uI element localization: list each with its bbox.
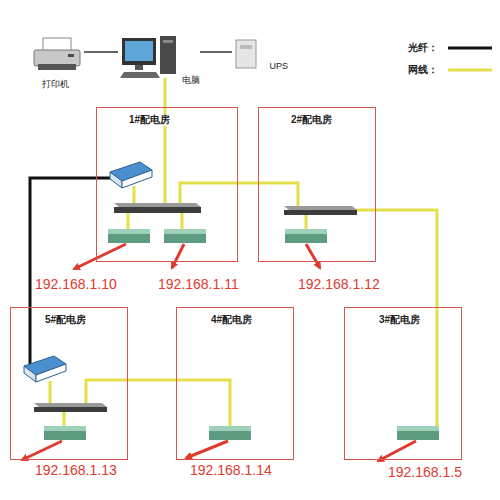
network-cable-part	[127, 212, 130, 229]
room-title: 5#配电房	[43, 314, 88, 326]
ip-pointer-arrow-part	[186, 441, 228, 458]
ip-address-label: 192.168.1.12	[298, 276, 380, 292]
legend-cable-line	[448, 70, 492, 71]
computer-icon-part	[163, 40, 173, 43]
io-module-part	[209, 426, 251, 431]
io-module-part	[108, 229, 150, 234]
network-switch-part	[114, 203, 201, 207]
fiber-converter-part	[36, 364, 66, 382]
fiber-cable	[30, 178, 112, 364]
network-cable-part	[352, 210, 437, 426]
network-switch-part	[34, 403, 107, 407]
network-cable-part	[63, 411, 66, 426]
io-module-part	[209, 431, 251, 440]
fiber-cable-part	[30, 178, 112, 364]
io-module	[44, 229, 439, 440]
legend-cable-line-part	[448, 69, 492, 72]
ip-pointer-arrow-part	[378, 441, 416, 461]
network-cable-part	[305, 214, 308, 229]
io-module-part	[285, 229, 327, 234]
printer-icon-part	[34, 50, 80, 66]
network-cable-part	[86, 380, 230, 426]
io-module-part	[397, 426, 439, 431]
network-cable-part	[49, 381, 52, 403]
room-title: 1#配电房	[127, 114, 172, 126]
device-link	[200, 51, 232, 53]
ip-pointer-arrow-part	[306, 244, 320, 268]
io-module-part	[285, 234, 327, 243]
room-title: 3#配电房	[377, 314, 422, 326]
io-module-part	[44, 431, 86, 440]
network-cable-part	[164, 78, 167, 203]
room-box: 2#配电房	[258, 107, 376, 262]
room-box: 3#配电房	[344, 307, 462, 460]
legend-fiber-line-part	[448, 47, 492, 50]
legend-text: 网线：	[408, 64, 438, 76]
network-switch-part	[284, 210, 357, 215]
computer-icon	[120, 36, 176, 78]
computer-icon-part	[125, 41, 153, 61]
ip-address-label: 192.168.1.5	[388, 464, 462, 480]
room-box: 1#配电房	[96, 107, 238, 262]
network-cable-part	[181, 212, 184, 229]
legend-fiber-line	[448, 48, 492, 49]
ip-pointer-arrow	[22, 244, 416, 461]
computer-icon-part	[120, 72, 160, 78]
ip-pointer-arrow-part	[172, 244, 184, 268]
fiber-converter	[24, 162, 152, 382]
device-link	[84, 51, 118, 53]
device-label: 打印机	[26, 79, 84, 90]
printer-node: 打印机	[26, 34, 84, 90]
printer-icon-part	[68, 54, 74, 57]
io-module-part	[44, 426, 86, 431]
network-cable-part	[133, 186, 136, 203]
device-label: 电脑	[118, 75, 200, 86]
io-module-part	[108, 234, 150, 243]
ups-icon	[236, 40, 256, 68]
printer-icon-part	[43, 38, 71, 51]
computer-icon-part	[160, 36, 176, 74]
network-switch-part	[34, 407, 107, 412]
ups-node: UPS	[232, 34, 288, 72]
network-cable-part	[180, 183, 298, 206]
printer-icon-part	[38, 64, 76, 70]
network-switch-part	[114, 207, 201, 213]
fiber-converter-part	[122, 170, 152, 188]
ip-pointer-arrow-part	[22, 441, 62, 460]
room-title: 4#配电房	[209, 314, 254, 326]
network-switch-part	[284, 206, 357, 210]
ip-address-label: 192.168.1.13	[35, 462, 117, 478]
ip-pointer-arrow-part	[74, 244, 126, 269]
room-box: 4#配电房	[176, 307, 294, 460]
printer-icon	[34, 38, 80, 70]
computer-node: 电脑	[118, 34, 200, 86]
room-box: 5#配电房	[10, 307, 128, 460]
io-module-part	[397, 431, 439, 440]
device-label: UPS	[232, 61, 288, 72]
network-cable	[50, 78, 437, 426]
room-title: 2#配电房	[289, 114, 334, 126]
ip-address-label: 192.168.1.11	[158, 276, 239, 292]
fiber-converter-part	[24, 366, 36, 382]
ip-address-label: 192.168.1.10	[35, 276, 117, 292]
legend-text: 光纤：	[408, 42, 438, 54]
ups-icon-part	[236, 40, 256, 68]
fiber-converter-part	[110, 172, 122, 188]
io-module-part	[164, 229, 206, 234]
computer-icon-part	[135, 65, 143, 70]
io-module-part	[164, 234, 206, 243]
ip-address-label: 192.168.1.14	[190, 462, 272, 478]
computer-icon-part	[122, 38, 156, 65]
ups-icon-part	[240, 45, 252, 49]
